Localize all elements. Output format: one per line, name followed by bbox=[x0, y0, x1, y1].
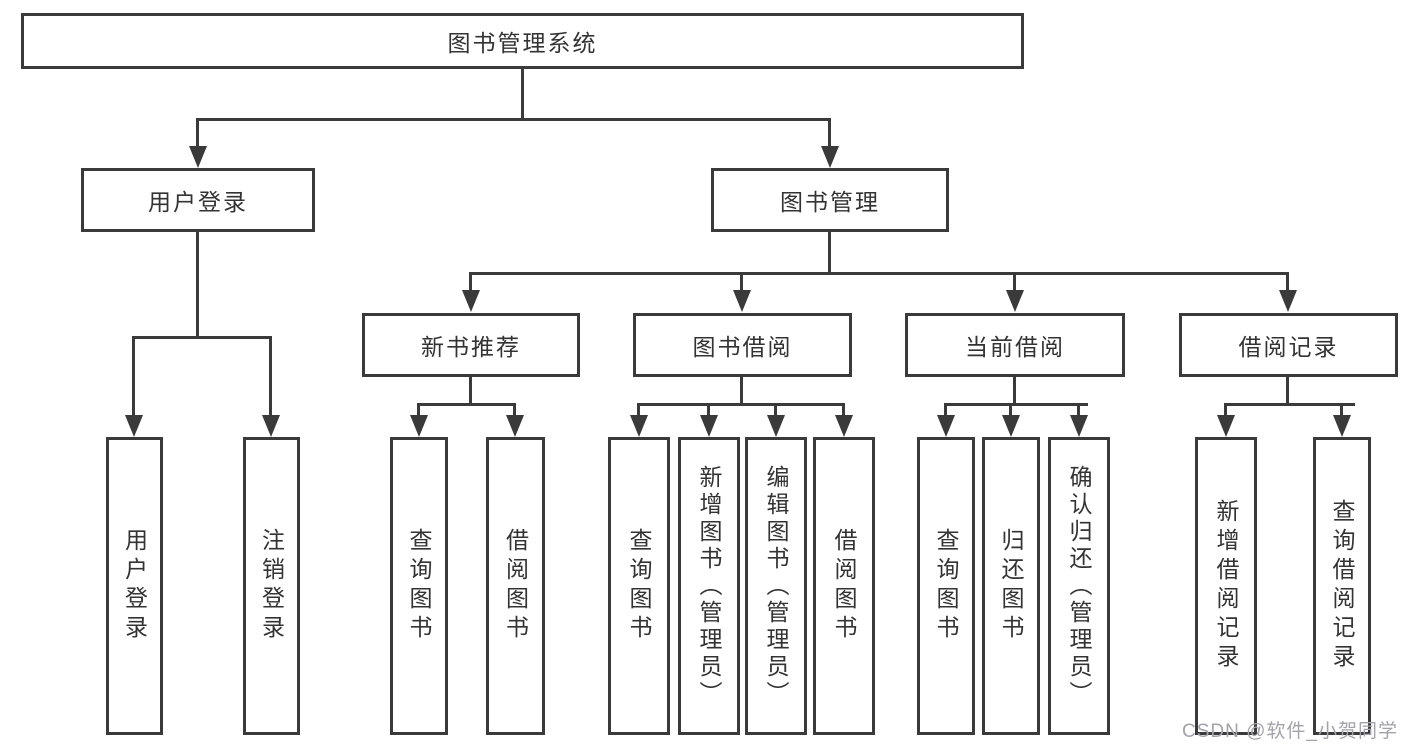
connector-line bbox=[842, 403, 845, 418]
node-user-login: 用户登录 bbox=[81, 168, 315, 232]
arrowhead-down-icon bbox=[1333, 415, 1351, 437]
connector-line bbox=[637, 403, 845, 406]
leaf-borrow-books: 借阅图书 bbox=[813, 437, 875, 735]
connector-line bbox=[1013, 272, 1016, 291]
connector-line bbox=[1286, 272, 1289, 291]
arrowhead-down-icon bbox=[262, 415, 280, 437]
connector-line bbox=[1286, 377, 1289, 406]
arrowhead-down-icon bbox=[733, 290, 751, 312]
connector-line bbox=[1224, 403, 1355, 406]
connector-line bbox=[196, 118, 831, 121]
arrowhead-down-icon bbox=[1279, 290, 1297, 312]
connector-line bbox=[1013, 377, 1016, 406]
leaf-add-borrow-record: 新增借阅记录 bbox=[1195, 437, 1257, 735]
arrowhead-down-icon bbox=[1002, 415, 1020, 437]
leaf-user-login: 用户登录 bbox=[106, 437, 163, 735]
arrowhead-down-icon bbox=[835, 415, 853, 437]
connector-line bbox=[740, 272, 743, 291]
connector-line bbox=[944, 403, 1088, 406]
connector-line bbox=[469, 377, 472, 406]
arrowhead-down-icon bbox=[937, 415, 955, 437]
leaf-query-borrow-record: 查询借阅记录 bbox=[1313, 437, 1371, 735]
arrowhead-down-icon bbox=[1006, 290, 1024, 312]
connector-line bbox=[1077, 403, 1080, 418]
leaf-add-books-admin: 新增图书（管理员） bbox=[678, 437, 740, 735]
arrowhead-down-icon bbox=[189, 146, 207, 168]
connector-line bbox=[417, 403, 516, 406]
node-book-borrowing: 图书借阅 bbox=[633, 313, 852, 377]
arrowhead-down-icon bbox=[125, 415, 143, 437]
arrowhead-down-icon bbox=[1217, 415, 1235, 437]
arrowhead-down-icon bbox=[506, 415, 524, 437]
connector-line bbox=[196, 232, 199, 336]
connector-line bbox=[132, 336, 272, 339]
arrowhead-down-icon bbox=[821, 146, 839, 168]
node-new-book-recommendation: 新书推荐 bbox=[362, 313, 580, 377]
connector-line bbox=[513, 403, 516, 418]
arrowhead-down-icon bbox=[630, 415, 648, 437]
connector-line bbox=[707, 403, 710, 418]
leaf-query-books-recommend: 查询图书 bbox=[390, 437, 448, 735]
leaf-confirm-return-admin: 确认归还（管理员） bbox=[1048, 437, 1110, 735]
connector-line bbox=[417, 403, 420, 418]
connector-line bbox=[828, 232, 831, 272]
leaf-query-books-borrowing: 查询图书 bbox=[608, 437, 670, 735]
arrowhead-down-icon bbox=[410, 415, 428, 437]
node-current-borrowing: 当前借阅 bbox=[905, 313, 1125, 377]
arrowhead-down-icon bbox=[1070, 415, 1088, 437]
connector-line bbox=[269, 336, 272, 416]
connector-line bbox=[1340, 403, 1343, 418]
leaf-query-books-current: 查询图书 bbox=[917, 437, 975, 735]
connector-line bbox=[469, 272, 472, 291]
arrowhead-down-icon bbox=[767, 415, 785, 437]
connector-line bbox=[828, 118, 831, 148]
arrowhead-down-icon bbox=[462, 290, 480, 312]
connector-line bbox=[1009, 403, 1012, 418]
connector-line bbox=[1224, 403, 1227, 418]
leaf-logout: 注销登录 bbox=[243, 437, 300, 735]
connector-line bbox=[637, 403, 640, 418]
leaf-borrow-books-recommend: 借阅图书 bbox=[486, 437, 545, 735]
leaf-return-books: 归还图书 bbox=[982, 437, 1040, 735]
node-borrowing-records: 借阅记录 bbox=[1179, 313, 1398, 377]
connector-line bbox=[740, 377, 743, 406]
connector-line bbox=[774, 403, 777, 418]
connector-line bbox=[132, 336, 135, 416]
connector-line bbox=[469, 272, 1289, 275]
connector-line bbox=[944, 403, 947, 418]
leaf-edit-books-admin: 编辑图书（管理员） bbox=[745, 437, 807, 735]
arrowhead-down-icon bbox=[700, 415, 718, 437]
csdn-watermark: CSDN @软件_小贺同学 bbox=[1182, 721, 1398, 742]
connector-line bbox=[196, 118, 199, 148]
node-book-management: 图书管理 bbox=[711, 168, 949, 232]
node-library-management-system: 图书管理系统 bbox=[21, 13, 1024, 69]
connector-line bbox=[521, 69, 524, 118]
